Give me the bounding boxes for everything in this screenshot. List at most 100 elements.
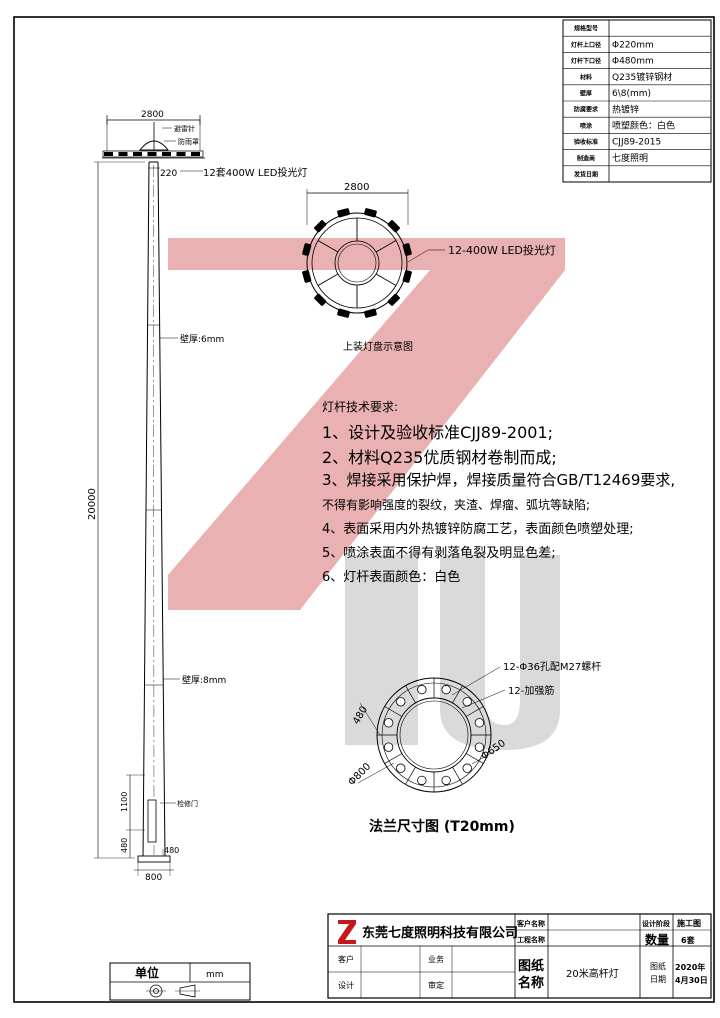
flange-rib-label: 12-加强筋 bbox=[508, 684, 554, 697]
spec-label: 防腐要求 bbox=[574, 106, 599, 114]
spec-label: 验收标准 bbox=[574, 138, 598, 146]
flange-bolt-hole bbox=[441, 684, 451, 695]
lamp-symbol bbox=[118, 152, 128, 156]
unit-value: mm bbox=[206, 970, 224, 980]
disc-lamp bbox=[364, 208, 377, 218]
requirement-line-1: 1、设计及验收标准CJJ89-2001; bbox=[322, 423, 554, 442]
spec-label: 材料 bbox=[579, 73, 592, 81]
spec-label: 制造商 bbox=[577, 154, 595, 162]
rain-cover-label: 防雨罩 bbox=[178, 137, 199, 146]
flange-hole-label: 12-Φ36孔配M27螺杆 bbox=[503, 661, 601, 673]
spec-label: 规格型号 bbox=[574, 25, 598, 33]
unit-box: 单位 mm bbox=[109, 962, 251, 1001]
door-bottom-dim: 480 bbox=[120, 838, 129, 853]
lamp-symbol bbox=[104, 152, 113, 156]
disc-lamp bbox=[387, 220, 400, 233]
disc-lamp bbox=[314, 293, 327, 306]
company-name: 东莞七度照明科技有限公司 bbox=[362, 925, 518, 941]
spec-value: 喷塑颜色：白色 bbox=[612, 120, 675, 132]
disc-lamp bbox=[337, 208, 350, 218]
business-label: 业务 bbox=[428, 954, 444, 964]
disc-spoke bbox=[375, 240, 397, 253]
spec-value: Φ220mm bbox=[612, 41, 654, 51]
disc-lamp bbox=[402, 243, 412, 256]
requirement-line-4: 4、表面采用内外热镀锌防腐工艺，表面颜色喷塑处理; bbox=[322, 522, 634, 537]
top-width-dim: 2800 bbox=[141, 110, 164, 120]
disc-lamp bbox=[314, 220, 327, 233]
flange-rib bbox=[452, 766, 463, 785]
company-logo bbox=[338, 920, 356, 944]
drawing-name-value: 20米高杆灯 bbox=[566, 967, 619, 980]
lamp-symbol bbox=[133, 152, 142, 156]
project-name-label: 工程名称 bbox=[517, 935, 545, 944]
disc-view-title: 上装灯盘示意图 bbox=[343, 340, 413, 353]
flange-rib bbox=[384, 753, 403, 764]
maintenance-door bbox=[147, 799, 157, 843]
spec-label: 灯杆上口径 bbox=[571, 41, 601, 49]
top-diameter-dim: 220 bbox=[160, 169, 177, 179]
flange-rib bbox=[452, 685, 463, 704]
lamp-symbol bbox=[162, 152, 171, 156]
unit-label: 单位 bbox=[135, 965, 159, 980]
spec-value: Q235镀锌钢材 bbox=[612, 71, 672, 83]
design-stage-label: 设计阶段 bbox=[642, 919, 670, 928]
flange-drawing: 12-Φ36孔配M27螺杆 12-加强筋 480 Φ800 Φ650 法兰尺寸图… bbox=[346, 661, 601, 835]
requirement-line-6: 6、灯杆表面颜色：白色 bbox=[322, 570, 461, 585]
drawing-date-year: 2020年 bbox=[675, 962, 705, 972]
disc-spoke bbox=[375, 273, 397, 286]
wall-lower-label: 壁厚:8mm bbox=[182, 674, 226, 686]
pole-base-plate bbox=[137, 855, 171, 863]
lightning-rod-label: 避雷针 bbox=[174, 124, 195, 133]
design-label: 设计 bbox=[338, 980, 354, 990]
drawing-name-label: 图纸名称 bbox=[518, 958, 544, 991]
disc-lamp bbox=[302, 243, 312, 256]
projection-symbol bbox=[146, 984, 200, 998]
flange-rib bbox=[465, 753, 484, 764]
wall-upper-label: 壁厚:6mm bbox=[180, 333, 224, 345]
drawing-date-day: 4月30日 bbox=[675, 976, 708, 985]
disc-spoke bbox=[317, 240, 339, 253]
flange-rib bbox=[405, 685, 416, 704]
flange-bolt-hole bbox=[383, 742, 394, 752]
flange-bolt-hole bbox=[462, 763, 472, 773]
quantity-label: 数量 bbox=[645, 932, 669, 947]
lamp-disc-top-view: 2800 12-400W LED投光灯 上装灯盘示意图 bbox=[302, 182, 556, 353]
flange-bolt-hole bbox=[396, 697, 406, 707]
spec-label: 灯杆下口径 bbox=[571, 57, 601, 65]
design-stage-value: 施工图 bbox=[677, 918, 701, 928]
flange-bolt-hole bbox=[417, 684, 427, 695]
client-name-label: 客户名称 bbox=[516, 919, 545, 928]
spec-value: Φ480mm bbox=[612, 57, 654, 67]
flange-bolt-hole bbox=[396, 763, 406, 773]
lamp-symbol bbox=[147, 152, 157, 156]
flange-rib bbox=[465, 706, 484, 717]
door-label: 检修门 bbox=[177, 799, 198, 808]
requirements-title: 灯杆技术要求: bbox=[322, 400, 399, 414]
review-label: 审定 bbox=[428, 980, 444, 990]
flange-rib bbox=[384, 706, 403, 717]
base-width-dim: 800 bbox=[145, 873, 162, 883]
flange-bolt-hole bbox=[417, 775, 427, 786]
quantity-value: 6套 bbox=[681, 935, 696, 945]
flange-rib bbox=[405, 766, 416, 785]
flange-outer-dim: Φ800 bbox=[346, 761, 373, 788]
pole-elevation: 2800 避雷针 防雨罩 220 12套400W LED投光灯 壁厚:6mm bbox=[87, 110, 307, 883]
disc-lamp bbox=[337, 308, 350, 318]
flange-bolt-hole bbox=[474, 742, 485, 752]
disc-lamp bbox=[302, 270, 312, 283]
base-diameter-dim: 480 bbox=[164, 846, 179, 855]
disc-width-dim: 2800 bbox=[344, 182, 369, 193]
flange-title: 法兰尺寸图 (T20mm) bbox=[369, 818, 515, 835]
flange-bolt-hole bbox=[441, 775, 451, 786]
sheet-border bbox=[13, 16, 715, 1003]
height-dim: 20000 bbox=[87, 488, 98, 520]
disc-lamp bbox=[402, 270, 412, 283]
flange-bolt-hole bbox=[383, 718, 394, 728]
spec-label: 发货日期 bbox=[573, 170, 598, 178]
disc-lamp-label: 12-400W LED投光灯 bbox=[448, 243, 556, 257]
requirement-line-3b: 不得有影响强度的裂纹，夹渣、焊瘤、弧坑等缺陷; bbox=[322, 498, 591, 512]
requirement-line-2: 2、材料Q235优质钢材卷制而成; bbox=[322, 448, 557, 467]
requirement-line-3: 3、焊接采用保护焊，焊接质量符合GB/T12469要求, bbox=[322, 471, 676, 489]
elevation-lamp-label: 12套400W LED投光灯 bbox=[203, 166, 307, 179]
